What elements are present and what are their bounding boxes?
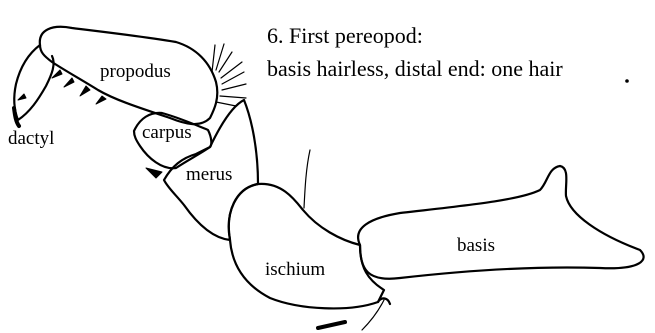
propodus-spine [52,70,62,78]
caption-line-2: basis hairless, distal end: one hair [267,56,563,81]
merus-label: merus [186,164,232,185]
propodus-spine [80,86,90,96]
distal-mark [318,322,345,328]
propodus-spine [64,78,74,87]
dactyl-spine [18,94,26,100]
propodus-label: propodus [100,61,171,82]
basis-label: basis [457,235,495,256]
dactyl-segment [14,45,53,120]
propodus-spine [96,96,106,104]
basis-segment [358,166,644,279]
carpus-spine [146,168,162,178]
caption-period [625,79,629,83]
caption-line-1: 6. First pereopod: [267,23,423,48]
dactyl-claw [14,108,19,126]
ischium-hair [304,150,310,208]
ischium-segment [229,184,384,309]
dactyl-label: dactyl [8,128,54,149]
carpus-label: carpus [142,122,192,143]
ischium-label: ischium [265,259,325,280]
